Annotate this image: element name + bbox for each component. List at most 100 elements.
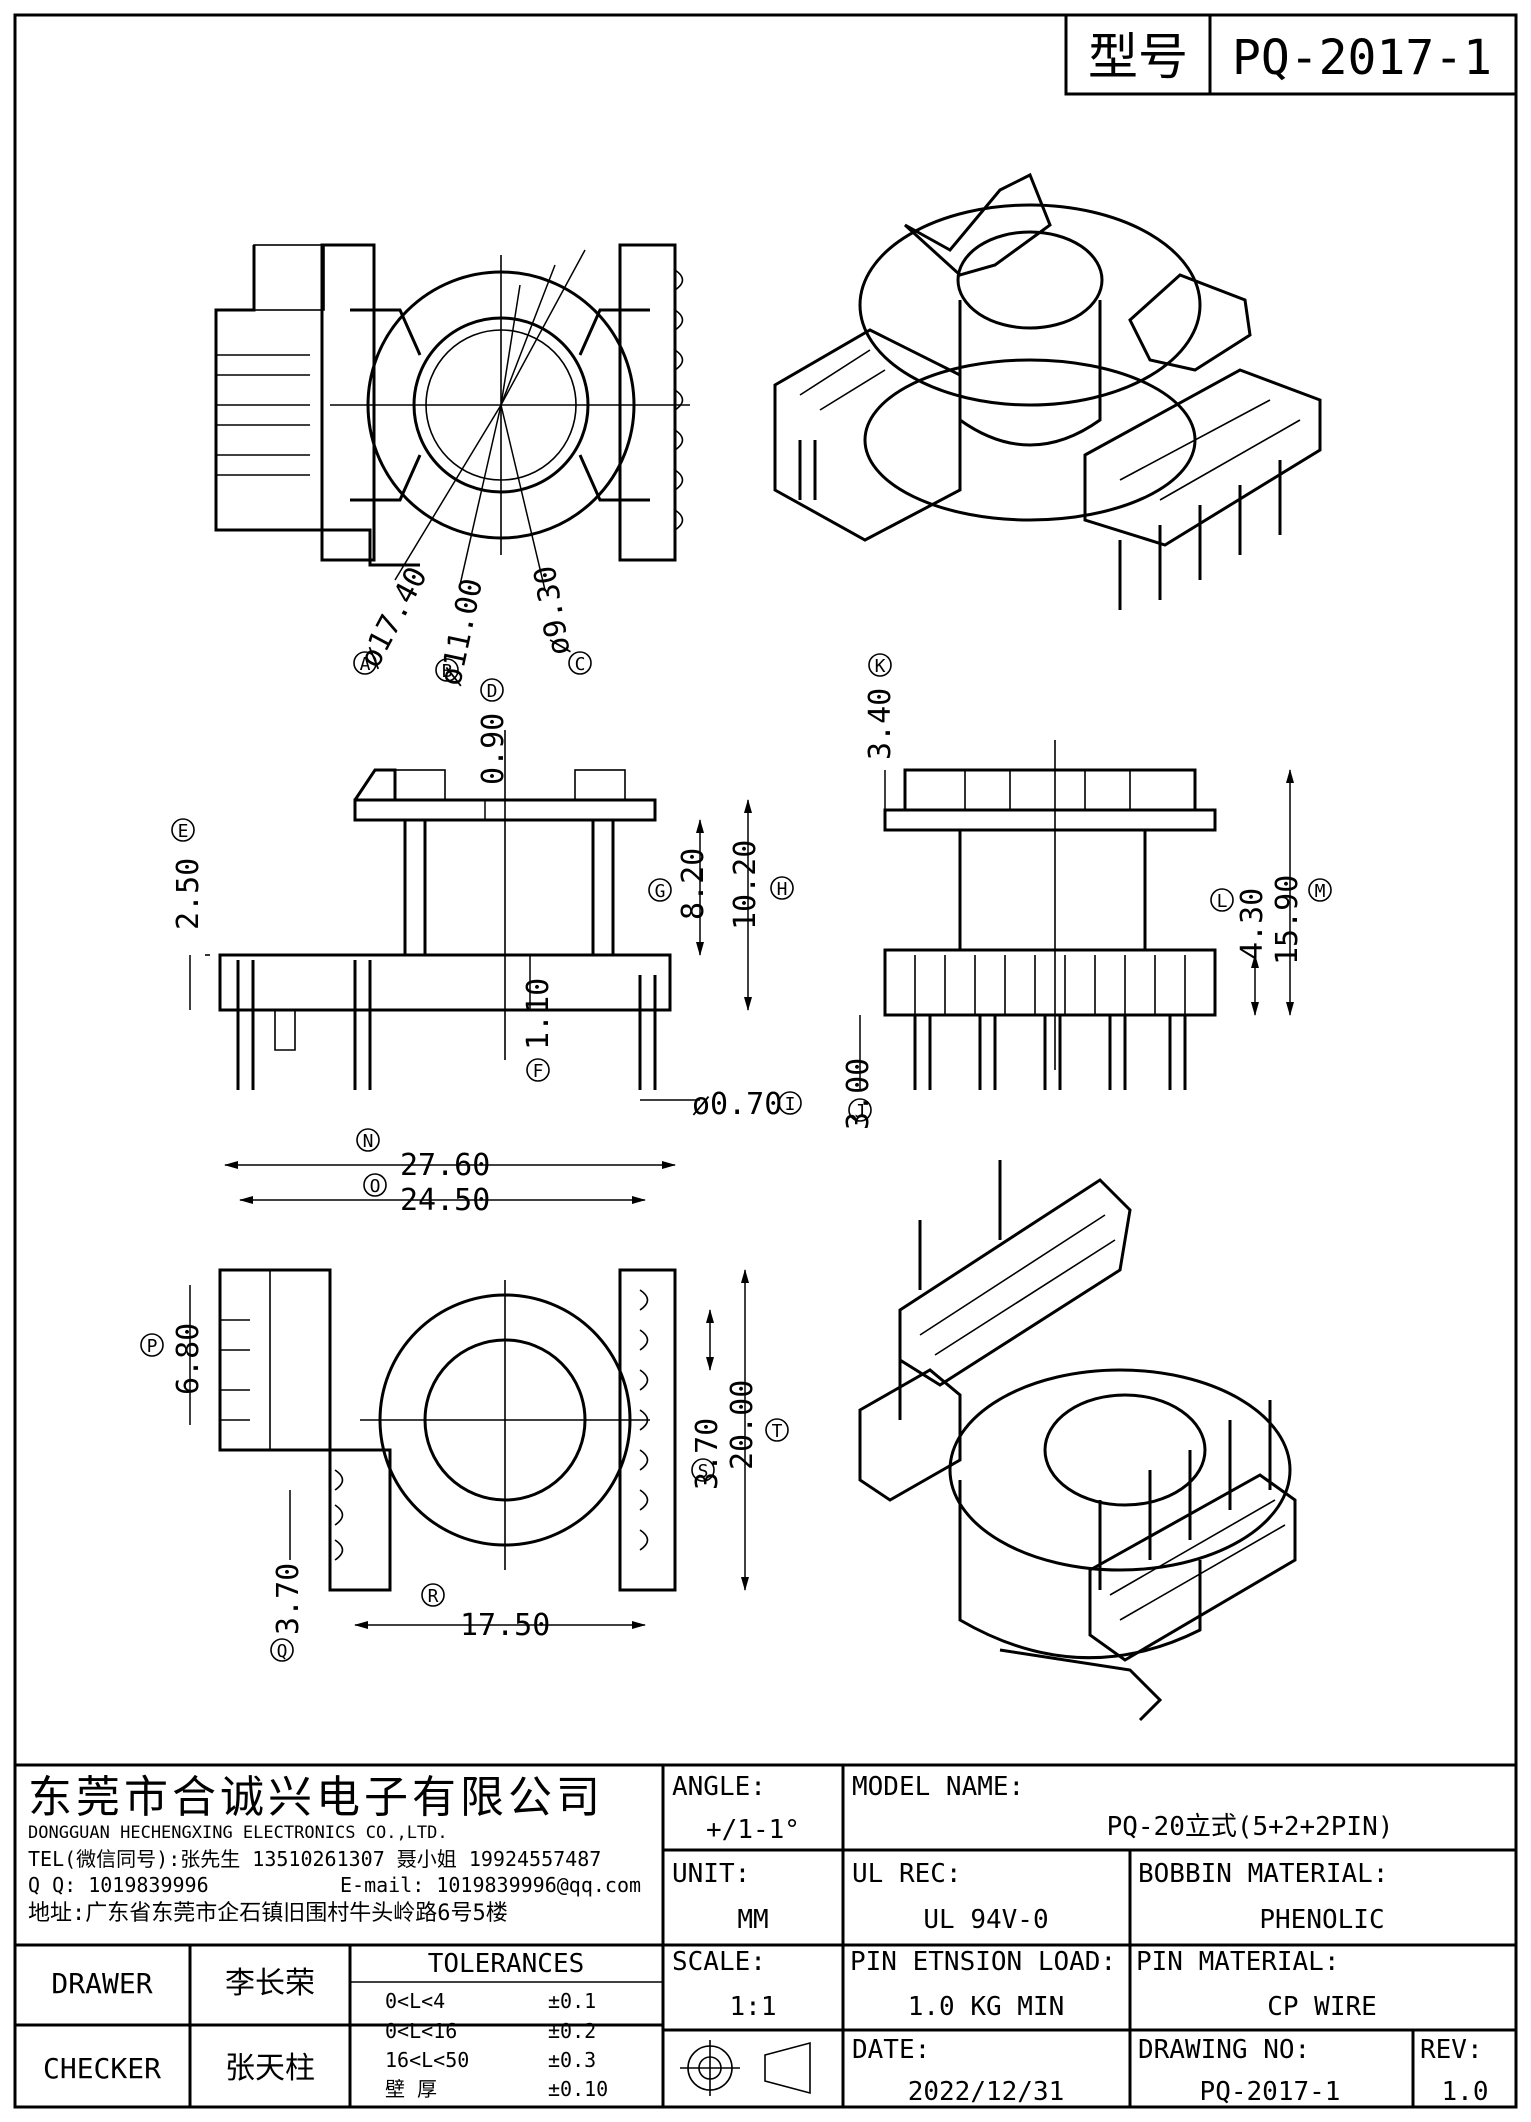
svg-text:Q: Q [277,1641,288,1662]
dim-G-value: 8.20 [676,848,711,920]
tag-H: H [770,876,794,900]
tag-D: D [480,678,504,702]
dim-D-value: 0.90 [476,713,511,785]
unit-label: UNIT: [672,1859,750,1889]
angle-value: +/1-1° [706,1815,800,1845]
dim-L-value: 4.30 [1235,888,1270,960]
tag-L: L [1210,888,1234,912]
tag-O: O [363,1173,387,1197]
company-tel: TEL(微信同号):张先生 13510261307 聂小姐 1992455748… [28,1847,601,1871]
dim-H-value: 10.20 [728,840,763,930]
tag-S: S [691,1458,715,1482]
tag-F: F [526,1058,550,1082]
model-name-value: PQ-20立式(5+2+2PIN) [1107,1812,1394,1842]
model-name-label: MODEL NAME: [852,1772,1024,1802]
svg-text:B: B [442,661,453,682]
dim-F-value: 1.10 [521,978,556,1050]
svg-text:J: J [855,1101,866,1122]
svg-text:L: L [1217,891,1228,912]
tol-range-1: 0<L<4 [385,1989,445,2013]
ul-rec-label: UL REC: [852,1859,962,1889]
dim-K-value: 3.40 [863,688,898,760]
top-view [214,243,690,591]
dimension-tags: A B C D E F G H I J K L M N O P Q R S T [140,651,1332,1662]
pin-tension-label: PIN ETNSION LOAD: [850,1947,1116,1977]
scale-label: SCALE: [672,1947,766,1977]
bottom-view [189,1161,749,1629]
dim-T-value: 20.00 [725,1380,760,1470]
tag-G: G [648,878,672,902]
tol-value-2: ±0.2 [548,2019,596,2043]
title-block: 东莞市合诚兴电子有限公司 DONGGUAN HECHENGXING ELECTR… [15,1763,1516,2107]
tag-C: C [568,651,592,675]
dim-C: ø9.30 [528,563,578,658]
tag-E: E [171,818,195,842]
type-label: 型号 [1088,28,1188,86]
company-address: 地址:广东省东莞市企石镇旧围村牛头岭路6号5楼 [28,1901,508,1926]
model-code: PQ-2017-1 [1232,30,1492,86]
svg-text:I: I [785,1094,796,1115]
date-value: 2022/12/31 [908,2077,1065,2107]
company-name-cn: 东莞市合诚兴电子有限公司 [28,1772,604,1823]
scale-value: 1:1 [730,1992,777,2022]
drawer-label: DRAWER [51,1967,152,2000]
pin-material-label: PIN MATERIAL: [1136,1947,1340,1977]
svg-text:D: D [487,681,498,702]
svg-text:A: A [360,654,371,675]
svg-text:R: R [428,1586,439,1607]
company-email: E-mail: 1019839996@qq.com [340,1873,641,1897]
projection-symbol [680,2040,811,2096]
date-label: DATE: [852,2035,930,2065]
tag-P: P [140,1333,164,1357]
company-qq: Q Q: 1019839996 [28,1873,209,1897]
tol-range-3: 16<L<50 [385,2048,469,2072]
dim-I-value: ø0.70 [692,1087,782,1122]
svg-text:H: H [777,879,788,900]
tag-K: K [868,653,892,677]
tag-T: T [765,1418,789,1442]
svg-text:F: F [533,1061,544,1082]
tag-R: R [421,1583,445,1607]
side-view [859,740,1294,1090]
isometric-view-bottom [858,1160,1297,1722]
tol-value-4: ±0.10 [548,2077,608,2101]
tol-range-4: 壁 厚 [385,2077,437,2101]
svg-text:G: G [655,881,666,902]
tag-Q: Q [270,1638,294,1662]
unit-value: MM [737,1905,768,1935]
tag-N: N [356,1128,380,1152]
tol-value-3: ±0.3 [548,2048,596,2072]
sheet-border [13,13,1518,2109]
tol-value-1: ±0.1 [548,1989,596,2013]
svg-text:M: M [1315,881,1326,902]
angle-label: ANGLE: [672,1772,766,1802]
isometric-view-top [773,172,1322,610]
dim-R-value: 17.50 [460,1608,550,1643]
svg-text:K: K [875,656,886,677]
dim-P-value: 6.80 [171,1323,206,1395]
svg-text:P: P [147,1336,158,1357]
tag-B: B [435,658,459,682]
dim-N-value: 27.60 [400,1148,490,1183]
dimension-labels: ø17.40 ø11.00 ø9.30 0.90 2.50 1.10 8.20 … [171,561,1305,1643]
tolerances-label: TOLERANCES [428,1949,585,1979]
dim-M-value: 15.90 [1270,875,1305,965]
bobbin-material-value: PHENOLIC [1259,1905,1384,1935]
drawing-no-value: PQ-2017-1 [1200,2077,1341,2107]
dim-J-value: 3.00 [841,1058,876,1130]
tol-range-2: 0<L<16 [385,2019,457,2043]
dim-O-value: 24.50 [400,1183,490,1218]
bobbin-material-label: BOBBIN MATERIAL: [1138,1859,1388,1889]
svg-text:N: N [363,1131,374,1152]
tag-I: I [778,1091,802,1115]
rev-value: 1.0 [1442,2077,1489,2107]
tag-J: J [848,1098,872,1122]
dim-E-value: 2.50 [171,858,206,930]
svg-text:C: C [575,654,586,675]
drawer-name: 李长荣 [225,1966,315,2001]
svg-text:T: T [772,1421,783,1442]
type-box: 型号 PQ-2017-1 [1064,13,1518,96]
rev-label: REV: [1420,2035,1483,2065]
front-view [189,730,752,1101]
